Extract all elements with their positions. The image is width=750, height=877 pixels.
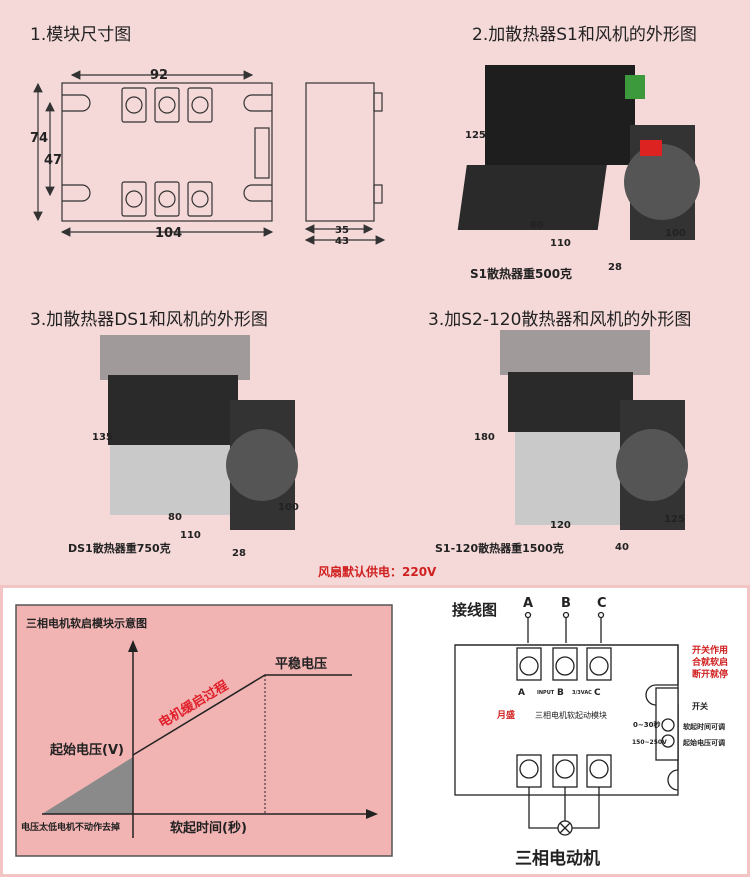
label: 80 <box>530 220 544 231</box>
ds1-heatsink-photo <box>100 335 298 530</box>
label: 100 <box>665 228 686 239</box>
dim-104: 104 <box>155 226 182 241</box>
ds1-caption: DS1散热器重750克 <box>68 542 171 555</box>
s1-caption: S1散热器重500克 <box>470 267 573 281</box>
label: 120 <box>550 520 571 531</box>
dimension-drawings: 92 104 74 47 35 43 125 80 <box>30 65 700 559</box>
s2-caption: S1-120散热器重1500克 <box>435 542 564 555</box>
s2-120-heatsink-photo <box>500 330 688 530</box>
label: 100 <box>278 502 299 513</box>
section3-title: 3.加散热器DS1和风机的外形图 <box>30 310 268 330</box>
label: 40 <box>615 542 629 553</box>
label: 28 <box>232 548 246 559</box>
label: 180 <box>474 432 495 443</box>
dim-43: 43 <box>335 236 349 247</box>
section4-title: 3.加S2-120散热器和风机的外形图 <box>428 310 692 330</box>
dim-92: 92 <box>150 68 168 83</box>
label: 110 <box>550 238 571 249</box>
label: 135 <box>92 432 113 443</box>
module-front-view <box>33 70 386 245</box>
label: 80 <box>168 512 182 523</box>
label: 125 <box>664 514 685 525</box>
fan-power-note: 风扇默认供电：220V <box>318 565 437 579</box>
s1-heatsink-photo <box>457 65 700 240</box>
section2-title: 2.加散热器S1和风机的外形图 <box>472 25 697 45</box>
dim-47: 47 <box>44 153 62 168</box>
section1-title: 1.模块尺寸图 <box>30 25 132 45</box>
soft-start-panel <box>0 585 750 877</box>
dim-74: 74 <box>30 131 48 146</box>
dim-35: 35 <box>335 225 349 236</box>
label: 110 <box>180 530 201 541</box>
product-dimensions-panel: 1.模块尺寸图 2.加散热器S1和风机的外形图 3.加散热器DS1和风机的外形图… <box>0 0 750 585</box>
label: 125 <box>465 130 486 141</box>
label: 28 <box>608 262 622 273</box>
